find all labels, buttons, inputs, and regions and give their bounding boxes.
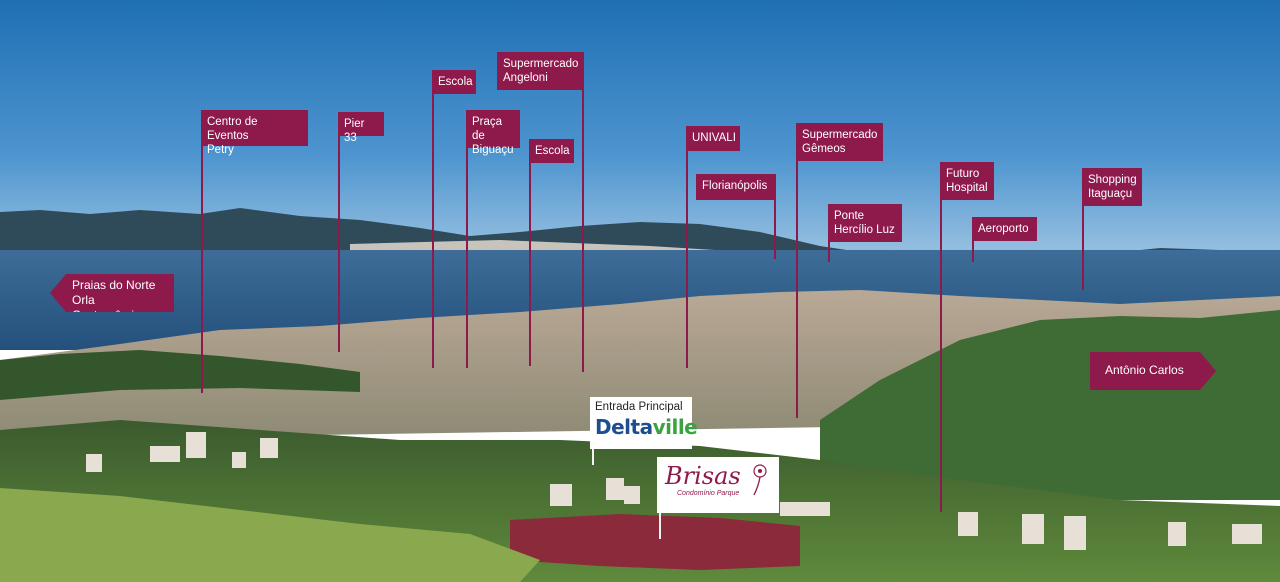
label-univali: UNIVALI <box>686 126 740 151</box>
buildings <box>86 432 1262 550</box>
pin-ponte <box>828 240 830 262</box>
sign-brisas: Brisas Condomínio Parque <box>657 457 779 513</box>
label-florianopolis: Florianópolis <box>696 174 776 200</box>
label-supermercado-gemeos: Supermercado Gêmeos <box>796 123 883 161</box>
deltaville-logo: Deltaville <box>595 415 698 439</box>
label-praca-biguacu: Praça de Biguaçu <box>466 110 520 156</box>
sign-post-deltaville <box>592 447 594 465</box>
label-futuro-hospital: Futuro Hospital <box>940 162 994 200</box>
pin-supermercado-gemeos <box>796 160 798 418</box>
brisas-subtitle: Condomínio Parque <box>677 490 740 497</box>
label-shopping-itaguacu: Shopping Itaguaçu <box>1082 168 1142 206</box>
label-pier33: Pier 33 <box>338 112 384 144</box>
brisas-logo: Brisas <box>665 462 741 490</box>
label-centro-eventos: Centro de Eventos Petry <box>201 110 308 156</box>
arrow-antonio-carlos: Antônio Carlos <box>1090 352 1216 390</box>
label-escola-1: Escola <box>432 70 476 94</box>
label-escola-2: Escola <box>529 139 574 163</box>
label-supermercado-angeloni: Supermercado Angeloni <box>497 52 584 90</box>
label-aeroporto: Aeroporto <box>972 217 1037 241</box>
forest-left <box>0 350 360 400</box>
pin-florianopolis <box>774 199 776 259</box>
dandelion-icon <box>753 464 767 496</box>
pin-escola1 <box>432 92 434 368</box>
arrow-praias-do-norte: Praias do Norte Orla Gastronômica <box>50 274 174 312</box>
label-ponte-hercilio-luz: Ponte Hercílio Luz <box>828 204 902 242</box>
field <box>0 488 540 582</box>
pin-praca <box>466 146 468 368</box>
pin-centro-eventos <box>201 143 203 393</box>
sign-post-brisas <box>659 511 661 539</box>
pin-shopping <box>1082 204 1084 290</box>
pin-univali <box>686 150 688 368</box>
pin-supermercado-angeloni <box>582 88 584 372</box>
pin-futuro-hospital <box>940 198 942 512</box>
pin-pier33 <box>338 134 340 352</box>
pin-escola2 <box>529 162 531 366</box>
entrada-principal-text: Entrada Principal <box>595 401 683 413</box>
sign-entrada-principal: Entrada Principal Deltaville <box>590 397 698 449</box>
condo-houses <box>510 514 800 570</box>
pin-aeroporto <box>972 240 974 262</box>
